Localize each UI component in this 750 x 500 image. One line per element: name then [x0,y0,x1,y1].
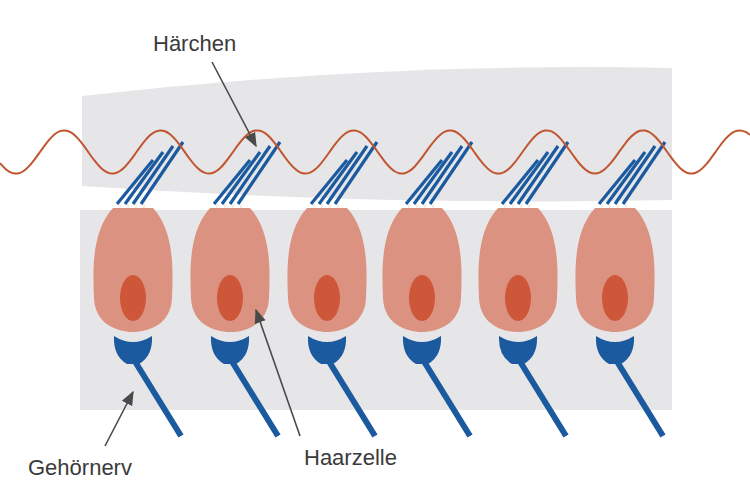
part-label: Härchen [153,32,236,56]
hair-cell [93,142,183,436]
leader-line [256,310,300,436]
hair-cell [287,142,377,436]
hair-cell [190,142,280,436]
leader-line [105,392,133,446]
sound-wave [0,130,750,173]
part-label: Haarzelle [304,446,397,470]
hair-cell [575,142,665,436]
hair-cell [382,142,472,436]
part-label: Gehörnerv [28,456,132,480]
leader-line [212,62,256,146]
hair-cell [478,142,568,436]
